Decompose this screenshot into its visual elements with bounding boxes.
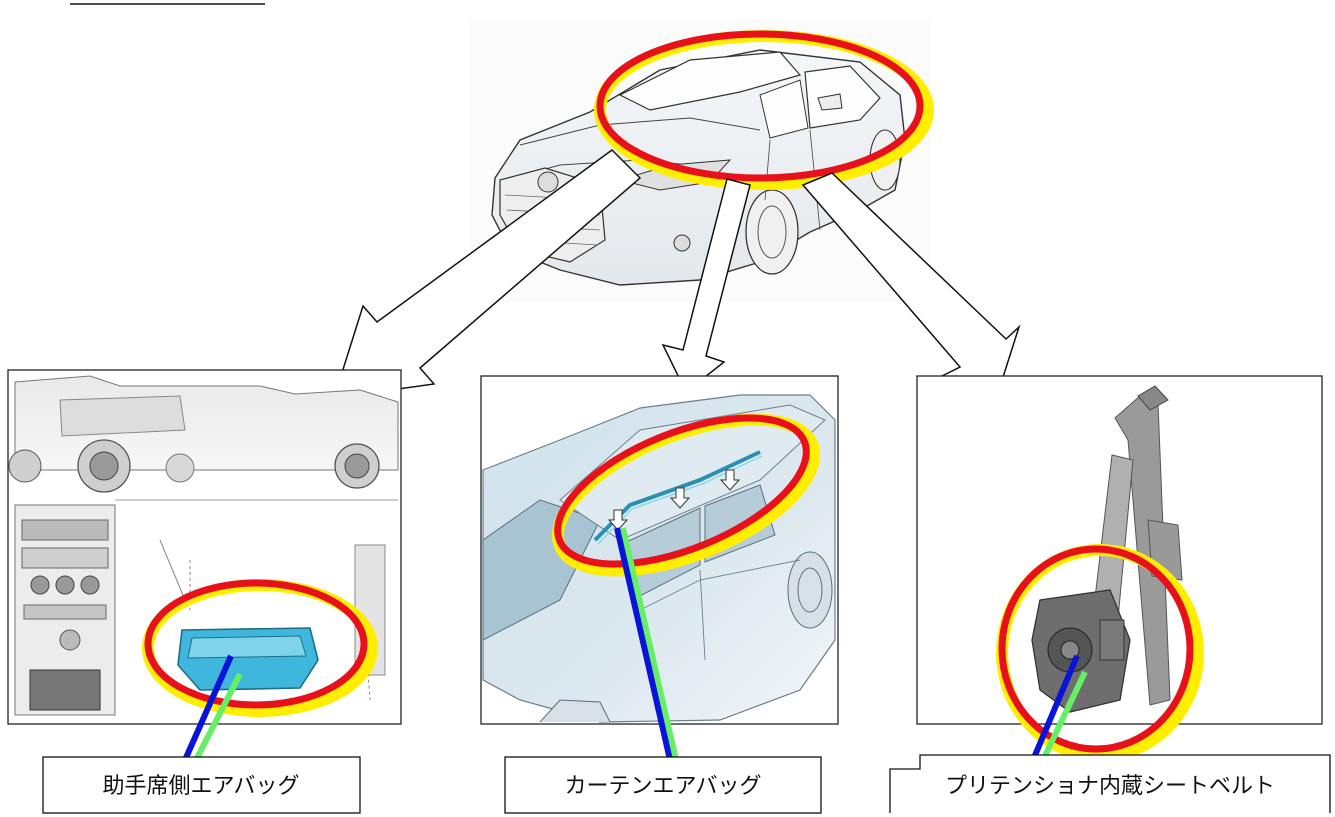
arrow-to-seatbelt <box>801 172 1021 397</box>
panel-passenger-airbag <box>7 369 402 725</box>
passenger-airbag-highlight <box>142 579 378 717</box>
label-box-pretensioner-seatbelt: プリテンショナ内蔵シートベルト <box>889 754 1331 813</box>
leader-line-curtain <box>614 527 679 761</box>
label-box-passenger-airbag: 助手席側エアバッグ <box>42 756 361 814</box>
label-passenger-airbag: 助手席側エアバッグ <box>102 774 299 799</box>
curtain-airbag-highlight <box>551 413 821 577</box>
leader-line-passenger <box>182 654 243 762</box>
label-curtain-airbag: カーテンエアバッグ <box>564 774 761 799</box>
leader-line-seatbelt <box>1030 654 1088 762</box>
main-car-highlight <box>594 30 934 190</box>
label-pretensioner-seatbelt: プリテンショナ内蔵シートベルト <box>945 774 1275 799</box>
main-car-image <box>470 20 930 302</box>
label-box-curtain-airbag: カーテンエアバッグ <box>504 756 822 814</box>
